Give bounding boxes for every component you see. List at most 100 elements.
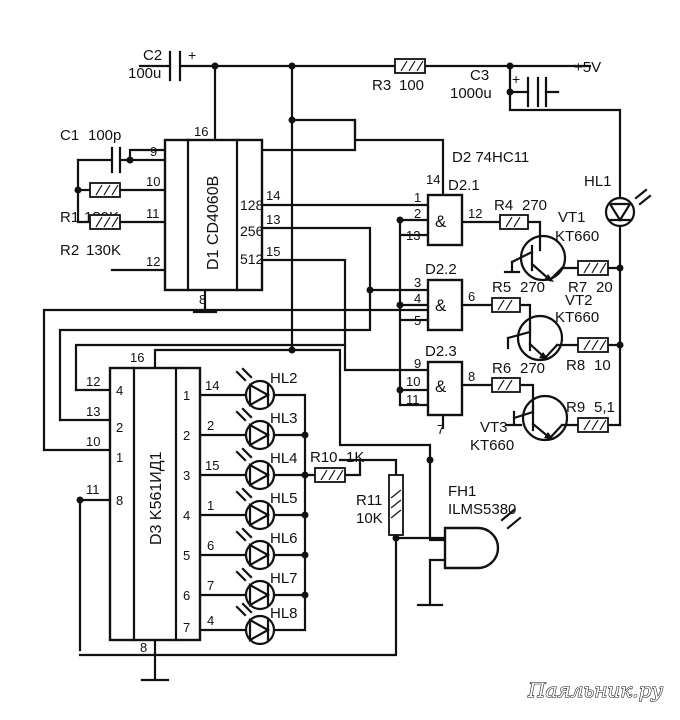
r11-name: R11 xyxy=(356,492,382,509)
d1-pin-12: 12 xyxy=(146,254,160,269)
gate-input-pin: 4 xyxy=(414,291,421,306)
d3-inner-pin: 4 xyxy=(183,508,190,523)
gate-name: D2.1 xyxy=(448,177,480,194)
fh1-type: ILMS5380 xyxy=(448,501,516,518)
c1-value: 100p xyxy=(88,127,121,144)
transistor-vt2: VT2 KT660 xyxy=(506,292,599,362)
led-hl3: HL3 xyxy=(235,407,298,451)
d2-gnd-pin: 7 xyxy=(437,422,444,437)
and-symbol: & xyxy=(435,212,447,231)
led-hl1: HL1 xyxy=(584,173,652,228)
d3-outer-pin: 1 xyxy=(207,498,214,513)
site-watermark: Паяльник.ру xyxy=(527,678,663,702)
gate-name: D2.3 xyxy=(425,343,457,360)
d1-pin-15: 15 xyxy=(266,244,280,259)
capacitor-c1: C1 100p xyxy=(60,127,132,174)
d3-label: D3 K561ИД1 xyxy=(148,451,165,545)
vt2-name: VT2 xyxy=(565,292,593,309)
gate-d2-2: & D2.2 3 4 5 6 xyxy=(414,261,475,332)
c3-value: 1000u xyxy=(450,85,492,102)
led-hl6: HL6 xyxy=(235,527,298,571)
d1-pin-8: 8 xyxy=(199,292,206,307)
vt1-type: KT660 xyxy=(555,228,599,245)
r3-value: 100 xyxy=(399,77,424,94)
resistor-r11: R11 10K xyxy=(356,474,404,536)
resistor-r10: R10 1K xyxy=(310,449,364,483)
d3-inner-pin: 2 xyxy=(116,420,123,435)
d3-outer-pin: 11 xyxy=(86,482,100,497)
gate-input-pin: 2 xyxy=(414,206,421,221)
junction-dots xyxy=(74,62,624,599)
d1-pin-14: 14 xyxy=(266,188,280,203)
c3-name: C3 xyxy=(470,67,489,84)
resistor-r4: R4 270 xyxy=(494,197,547,230)
resistor-r8: R8 10 xyxy=(566,337,611,374)
r9-value: 5,1 xyxy=(594,399,615,416)
and-symbol: & xyxy=(435,377,447,396)
d3-outer-pin: 14 xyxy=(205,378,219,393)
led-name: HL3 xyxy=(270,410,298,427)
gate-input-pin: 1 xyxy=(414,190,421,205)
d3-outer-pin: 10 xyxy=(86,434,100,449)
led-array: HL2 HL3 HL4 HL5 HL6 xyxy=(235,367,298,646)
led-hl8: HL8 xyxy=(235,602,298,646)
d3-inner-pin: 5 xyxy=(183,548,190,563)
r5-name: R5 xyxy=(492,279,511,296)
r2-name: R2 xyxy=(60,242,79,259)
d1-pin-9: 9 xyxy=(150,144,157,159)
d3-gnd-pin: 8 xyxy=(140,640,147,655)
gate-output-pin: 8 xyxy=(468,369,475,384)
gate-d2-1: & D2.1 1 2 13 12 xyxy=(406,177,482,247)
d3-inner-pin: 4 xyxy=(116,383,123,398)
r10-name: R10 xyxy=(310,449,338,466)
c2-value: 100u xyxy=(128,65,161,82)
resistor-r5: R5 270 xyxy=(491,279,545,313)
gate-d2-3: & D2.3 9 10 11 8 xyxy=(406,343,475,417)
r3-name: R3 xyxy=(372,77,391,94)
r9-name: R9 xyxy=(566,399,585,416)
d1-output-256: 256 xyxy=(240,223,264,239)
d1-pin-16: 16 xyxy=(194,124,208,139)
r8-name: R8 xyxy=(566,357,585,374)
led-name: HL6 xyxy=(270,530,298,547)
d1-pin-10: 10 xyxy=(146,174,160,189)
d1-label: D1 CD4060B xyxy=(205,176,222,270)
d3-vcc-pin: 16 xyxy=(130,350,144,365)
wires xyxy=(42,64,622,682)
d3-outer-pin: 12 xyxy=(86,374,100,389)
vt1-name: VT1 xyxy=(558,209,586,226)
d3-inner-pin: 6 xyxy=(183,588,190,603)
d3-inner-pin: 1 xyxy=(183,388,190,403)
d3-inner-pin: 2 xyxy=(183,428,190,443)
r6-name: R6 xyxy=(492,360,511,377)
ic-d3: D3 K561ИД1 16 8 4 2 1 8 12 13 10 11 1 2 … xyxy=(86,350,219,655)
gate-input-pin: 3 xyxy=(414,275,421,290)
d1-pin-13: 13 xyxy=(266,212,280,227)
supply-voltage: +5V xyxy=(574,59,601,76)
led-name: HL7 xyxy=(270,570,298,587)
r1-name: R1 xyxy=(60,209,79,226)
gate-input-pin: 13 xyxy=(406,228,420,243)
c1-name: C1 xyxy=(60,127,79,144)
d1-pin-11: 11 xyxy=(146,206,160,221)
fh1-name: FH1 xyxy=(448,483,476,500)
supply-label: +5V xyxy=(573,59,601,76)
d3-inner-pin: 1 xyxy=(116,450,123,465)
d3-outer-pin: 6 xyxy=(207,538,214,553)
vt3-type: KT660 xyxy=(470,437,514,454)
resistor-r6: R6 270 xyxy=(491,360,545,393)
led-hl2: HL2 xyxy=(235,367,298,411)
led-hl4: HL4 xyxy=(235,447,298,491)
c2-polarity: + xyxy=(188,47,196,63)
resistor-r2: R2 130K xyxy=(60,214,121,259)
led-name: HL2 xyxy=(270,370,298,387)
led-hl5: HL5 xyxy=(235,487,298,531)
gate-input-pin: 5 xyxy=(414,313,421,328)
r11-value: 10K xyxy=(356,510,383,527)
resistor-r9: R9 5,1 xyxy=(566,399,615,433)
gate-name: D2.2 xyxy=(425,261,457,278)
r4-value: 270 xyxy=(522,197,547,214)
r7-name: R7 xyxy=(568,279,587,296)
d1-output-128: 128 xyxy=(240,197,264,213)
transistor-vt3: VT3 KT660 xyxy=(470,394,569,454)
